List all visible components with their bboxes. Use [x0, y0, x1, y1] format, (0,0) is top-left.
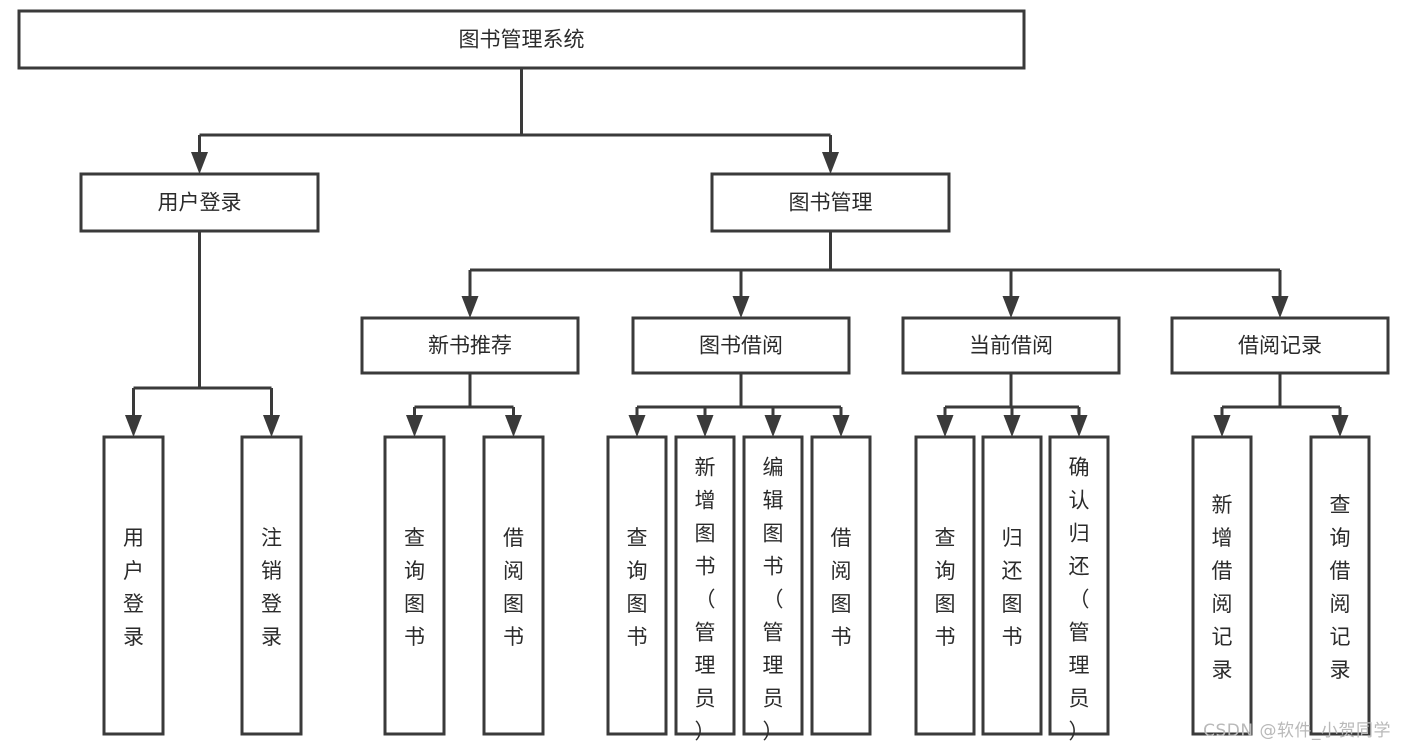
arrow-head-icon [263, 415, 280, 437]
node-box[interactable] [742, 435, 804, 736]
node-box[interactable] [17, 9, 1026, 70]
node-label: 当前借阅 [969, 334, 1053, 358]
node-label: 新增借阅记录 [1212, 493, 1233, 682]
node-box[interactable] [810, 435, 872, 736]
connector-group [191, 68, 839, 174]
node-label: 查询图书 [627, 526, 648, 649]
connector-group [936, 373, 1088, 437]
node-label: 新书推荐 [428, 334, 512, 358]
node-box[interactable] [1309, 435, 1371, 736]
node-label: 归还图书 [1002, 526, 1023, 649]
node-label: 新增图书（管理员） [695, 456, 716, 744]
node-label: 图书管理系统 [459, 28, 585, 52]
node-leaf-user-login[interactable]: 用户登录 [102, 435, 165, 736]
arrow-head-icon [461, 296, 479, 318]
nodes-layer: 图书管理系统用户登录图书管理新书推荐图书借阅当前借阅借阅记录用户登录注销登录查询… [17, 9, 1390, 744]
node-leaf-borrow-book-recommend[interactable]: 借阅图书 [482, 435, 545, 736]
node-leaf-query-borrow-record[interactable]: 查询借阅记录 [1309, 435, 1371, 736]
connector-group [1213, 373, 1349, 437]
node-label: 借阅图书 [831, 526, 852, 649]
node-label: 借阅记录 [1238, 334, 1322, 358]
node-box[interactable] [1191, 435, 1253, 736]
node-label: 注销登录 [261, 526, 282, 649]
node-label: 查询图书 [935, 526, 956, 649]
arrow-head-icon [696, 415, 714, 437]
arrow-head-icon [1271, 296, 1289, 318]
arrow-head-icon [832, 415, 850, 437]
node-leaf-return-book[interactable]: 归还图书 [981, 435, 1043, 736]
node-leaf-add-book[interactable]: 新增图书（管理员） [674, 435, 736, 744]
arrow-head-icon [1070, 415, 1088, 437]
node-current-borrow[interactable]: 当前借阅 [901, 316, 1121, 375]
arrow-head-icon [1002, 296, 1020, 318]
node-borrow-record[interactable]: 借阅记录 [1170, 316, 1390, 375]
node-new-book-recommend[interactable]: 新书推荐 [360, 316, 580, 375]
node-label: 图书借阅 [699, 334, 783, 358]
node-box[interactable] [1170, 316, 1390, 375]
node-box[interactable] [901, 316, 1121, 375]
node-box[interactable] [981, 435, 1043, 736]
node-box[interactable] [606, 435, 668, 736]
node-label: 借阅图书 [503, 526, 524, 649]
arrow-head-icon [406, 415, 423, 437]
arrow-head-icon [505, 415, 522, 437]
node-box[interactable] [482, 435, 545, 736]
node-leaf-edit-book[interactable]: 编辑图书（管理员） [742, 435, 804, 744]
arrow-head-icon [125, 415, 142, 437]
arrow-head-icon [1331, 415, 1349, 437]
arrow-head-icon [1213, 415, 1231, 437]
node-leaf-borrow-book[interactable]: 借阅图书 [810, 435, 872, 736]
node-box[interactable] [79, 172, 320, 233]
node-leaf-query-book-current[interactable]: 查询图书 [914, 435, 976, 736]
node-label: 查询图书 [404, 526, 425, 649]
watermark-label: CSDN @软件_小贺同学 [1203, 721, 1391, 741]
connector-group [461, 231, 1289, 318]
node-label: 用户登录 [158, 191, 242, 215]
node-leaf-query-book-borrow[interactable]: 查询图书 [606, 435, 668, 736]
arrow-head-icon [936, 415, 954, 437]
node-leaf-query-book-recommend[interactable]: 查询图书 [383, 435, 446, 736]
node-box[interactable] [631, 316, 851, 375]
node-box[interactable] [914, 435, 976, 736]
node-label: 编辑图书（管理员） [763, 456, 784, 744]
node-label: 图书管理 [789, 191, 873, 215]
connectors-layer [125, 68, 1349, 437]
node-box[interactable] [1048, 435, 1110, 736]
node-box[interactable] [360, 316, 580, 375]
node-box[interactable] [102, 435, 165, 736]
node-leaf-confirm-return[interactable]: 确认归还（管理员） [1048, 435, 1110, 744]
node-label: 用户登录 [123, 526, 144, 649]
node-leaf-logout[interactable]: 注销登录 [240, 435, 303, 736]
connector-group [628, 373, 850, 437]
arrow-head-icon [191, 152, 208, 174]
node-box[interactable] [240, 435, 303, 736]
node-label: 确认归还（管理员） [1069, 456, 1090, 744]
node-box[interactable] [710, 172, 951, 233]
node-leaf-add-borrow-record[interactable]: 新增借阅记录 [1191, 435, 1253, 736]
node-box[interactable] [674, 435, 736, 736]
node-root[interactable]: 图书管理系统 [17, 9, 1026, 70]
arrow-head-icon [1003, 415, 1021, 437]
node-user-login[interactable]: 用户登录 [79, 172, 320, 233]
connector-group [125, 231, 280, 437]
arrow-head-icon [732, 296, 750, 318]
node-box[interactable] [383, 435, 446, 736]
arrow-head-icon [764, 415, 782, 437]
node-label: 查询借阅记录 [1330, 493, 1351, 682]
arrow-head-icon [822, 152, 839, 174]
node-book-borrow[interactable]: 图书借阅 [631, 316, 851, 375]
node-book-management[interactable]: 图书管理 [710, 172, 951, 233]
arrow-head-icon [628, 415, 646, 437]
connector-group [406, 373, 522, 437]
